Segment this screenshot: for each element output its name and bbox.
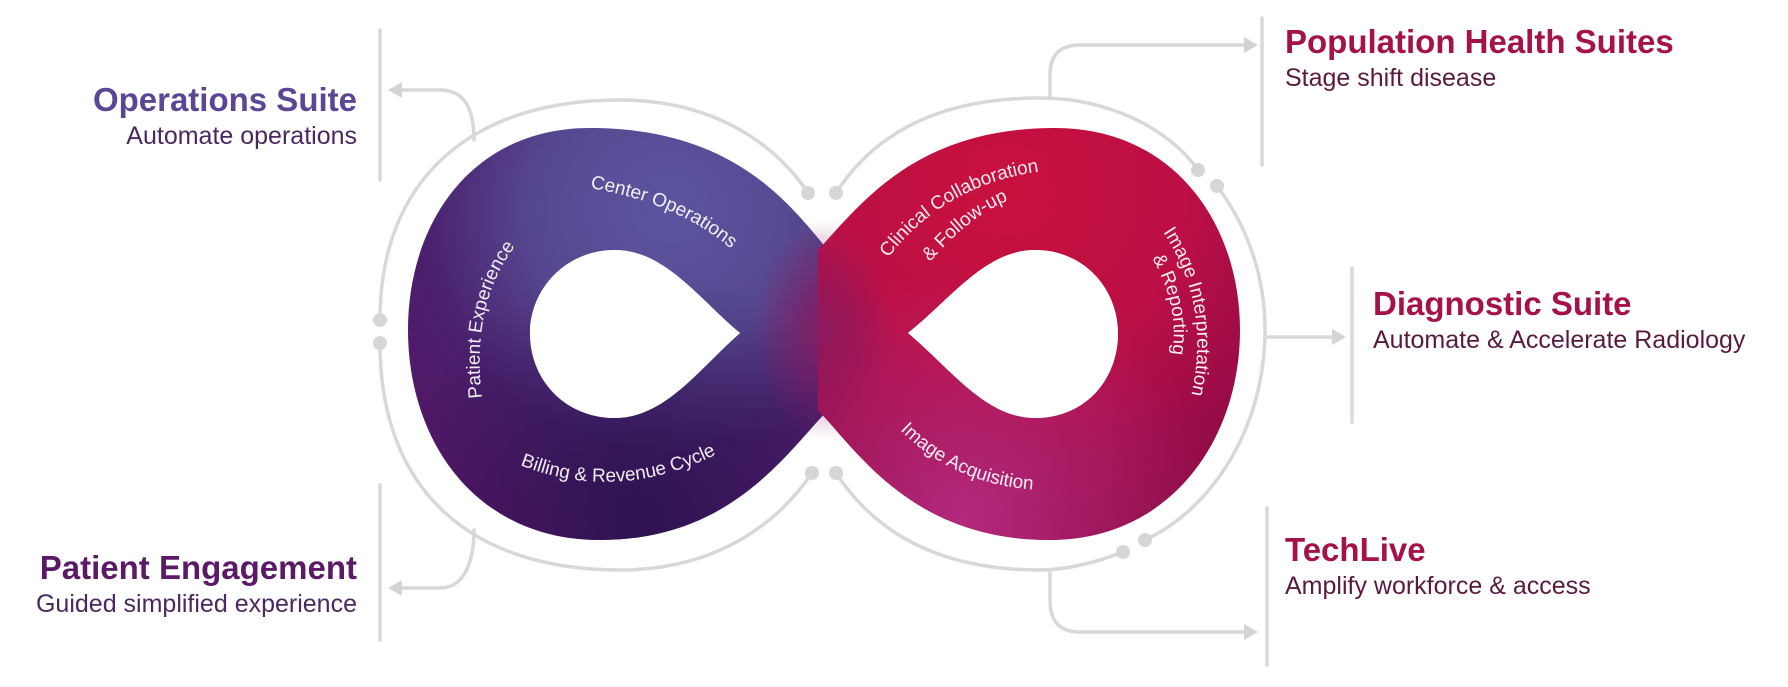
operations-suite: Operations Suite Automate operations xyxy=(93,80,357,152)
outer-curve-bottom-right xyxy=(834,471,1125,572)
connector-dot-icon xyxy=(373,336,387,350)
operations-suite-subtitle: Automate operations xyxy=(126,122,357,150)
techlive-title: TechLive xyxy=(1285,531,1426,568)
diagnostic-suite-subtitle: Automate & Accelerate Radiology xyxy=(1373,326,1746,354)
left-hole xyxy=(530,250,740,418)
connector-dot-icon xyxy=(1116,545,1130,559)
outer-curve-bottom-left xyxy=(378,341,814,572)
arrow-right-icon xyxy=(1332,329,1346,345)
outer-curve-top-right xyxy=(834,96,1200,195)
techlive-subtitle: Amplify workforce & access xyxy=(1285,572,1591,600)
right-loop-shade xyxy=(818,128,1240,540)
connector-dot-icon xyxy=(829,466,843,480)
arrow-right-icon xyxy=(1244,624,1258,640)
patient-engagement-connector xyxy=(393,528,476,590)
arrow-left-icon xyxy=(388,82,402,98)
arrowheads xyxy=(388,37,1346,640)
connector-dot-icon xyxy=(1191,163,1205,177)
population-health-suite: Population Health Suites Stage shift dis… xyxy=(1285,22,1674,94)
patient-engagement-title: Patient Engagement xyxy=(39,549,357,586)
center-crossing xyxy=(754,220,894,440)
right-hole xyxy=(908,250,1118,418)
connector-dot-icon xyxy=(1138,533,1152,547)
infinity-band xyxy=(408,128,1240,540)
patient-engagement-suite: Patient Engagement Guided simplified exp… xyxy=(36,548,357,620)
population-health-connector xyxy=(1048,43,1252,100)
operations-suite-title: Operations Suite xyxy=(92,81,357,118)
operations-connector xyxy=(393,88,476,142)
connector-dot-icon xyxy=(829,186,843,200)
population-health-subtitle: Stage shift disease xyxy=(1285,64,1497,92)
population-health-title: Population Health Suites xyxy=(1285,23,1674,60)
diagnostic-suite: Diagnostic Suite Automate & Accelerate R… xyxy=(1373,284,1745,356)
connector-dot-icon xyxy=(805,466,819,480)
connector-dot-icon xyxy=(373,313,387,327)
connector-dot-icon xyxy=(801,186,815,200)
connector-dots xyxy=(373,163,1224,559)
techlive-suite: TechLive Amplify workforce & access xyxy=(1285,530,1591,602)
connector-dot-icon xyxy=(1210,179,1224,193)
arrow-left-icon xyxy=(388,580,402,596)
connector-lines xyxy=(378,16,1354,667)
techlive-connector xyxy=(1048,570,1254,634)
left-loop-shade xyxy=(408,128,828,540)
diagnostic-suite-title: Diagnostic Suite xyxy=(1373,285,1632,322)
outer-curve-top-left xyxy=(378,98,810,322)
outer-curve-right xyxy=(1143,184,1267,542)
patient-engagement-subtitle: Guided simplified experience xyxy=(35,590,357,618)
arrow-right-icon xyxy=(1244,37,1258,53)
